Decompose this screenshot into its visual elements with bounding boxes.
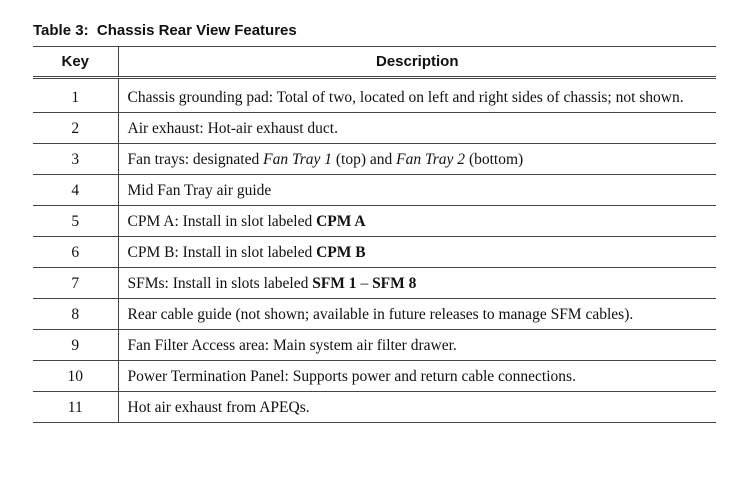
description-text: Fan Tray 2 [396,151,466,168]
table-row: 1 Chassis grounding pad: Total of two, lo… [33,77,716,113]
row-key: 6 [33,236,119,268]
description-text: SFM 1 [312,275,357,292]
description-text: Air exhaust: Hot-air exhaust duct. [127,120,338,137]
table-row: 11 Hot air exhaust from APEQs. [33,391,716,423]
description-text: Fan Filter Access area: Main system air … [127,337,457,354]
description-text: Fan trays: designated [127,151,264,168]
description-text: CPM A [316,213,366,230]
table-row: 8 Rear cable guide (not shown; available … [33,298,716,330]
row-description: Chassis grounding pad: Total of two, loc… [118,77,716,113]
description-text: (top) and [332,151,397,168]
description-text: (bottom) [465,151,524,168]
row-description: Rear cable guide (not shown; available i… [118,298,716,330]
table-header-row: Key Description [33,46,716,79]
row-key: 3 [33,143,119,175]
row-description: Mid Fan Tray air guide [118,174,716,206]
row-description: Power Termination Panel: Supports power … [118,360,716,392]
description-text: Hot air exhaust from APEQs. [127,399,310,416]
column-header-description: Description [118,46,716,79]
row-description: Hot air exhaust from APEQs. [118,391,716,423]
row-description: SFMs: Install in slots labeled SFM 1 – S… [118,267,716,299]
row-key: 9 [33,329,119,361]
row-key: 11 [33,391,119,423]
column-header-key: Key [33,46,119,79]
row-description: Fan Filter Access area: Main system air … [118,329,716,361]
row-key: 8 [33,298,119,330]
table-row: 9 Fan Filter Access area: Main system air… [33,329,716,361]
features-table: Key Description 1 Chassis grounding pad: … [33,46,716,423]
description-text: CPM B [316,244,366,261]
description-text: CPM A: Install in slot labeled [127,213,317,230]
table-row: 4 Mid Fan Tray air guide [33,174,716,206]
description-text: Fan Tray 1 [263,151,333,168]
row-key: 7 [33,267,119,299]
row-description: Fan trays: designated Fan Tray 1 (top) a… [118,143,716,175]
description-text: CPM B: Install in slot labeled [127,244,317,261]
row-key: 5 [33,205,119,237]
description-text: Chassis grounding pad: Total of two, loc… [127,89,684,106]
table-body: 1 Chassis grounding pad: Total of two, lo… [33,77,716,423]
row-key: 4 [33,174,119,206]
description-text: Power Termination Panel: Supports power … [127,368,576,385]
description-text: – [356,275,373,292]
row-description: CPM B: Install in slot labeled CPM B [118,236,716,268]
description-text: SFMs: Install in slots labeled [127,275,313,292]
row-description: Air exhaust: Hot-air exhaust duct. [118,112,716,144]
description-text: SFM 8 [372,275,417,292]
row-key: 1 [33,77,119,113]
table-row: 2 Air exhaust: Hot-air exhaust duct. [33,112,716,144]
row-description: CPM A: Install in slot labeled CPM A [118,205,716,237]
row-key: 10 [33,360,119,392]
row-key: 2 [33,112,119,144]
description-text: Mid Fan Tray air guide [127,182,272,199]
description-text: Rear cable guide (not shown; available i… [127,306,634,323]
table-row: 10 Power Termination Panel: Supports powe… [33,360,716,392]
table-caption: Table 3: Chassis Rear View Features [33,22,297,39]
